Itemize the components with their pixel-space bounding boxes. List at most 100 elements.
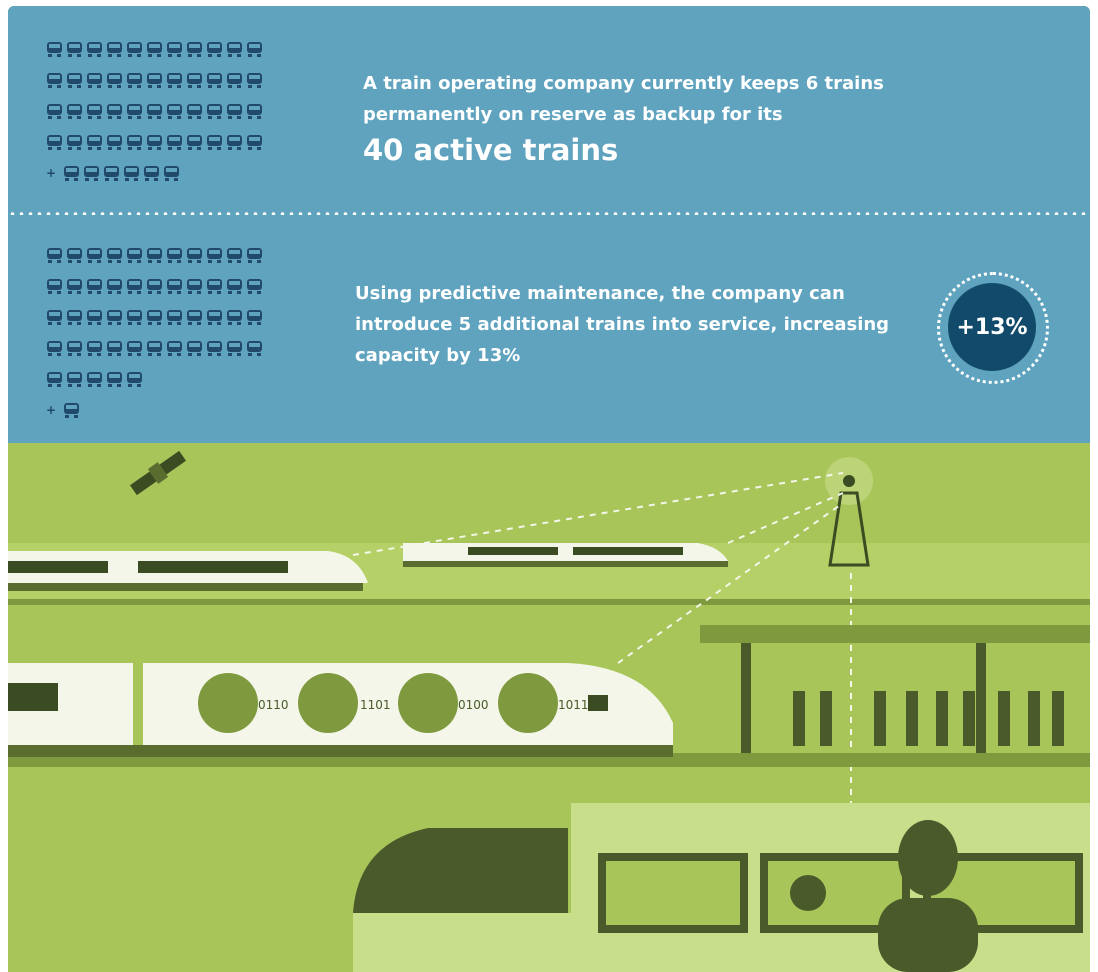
train-icon: [206, 72, 223, 89]
train-icon: [226, 41, 243, 58]
train-icon-row: [46, 338, 263, 358]
passengers: [793, 691, 1064, 746]
train-icon: [246, 41, 263, 58]
train-icon: [246, 247, 263, 264]
depot-building: [353, 913, 573, 972]
infographic-card: + A train operating company currently ke…: [8, 6, 1090, 972]
current-reserve-section: + A train operating company currently ke…: [8, 6, 1090, 215]
train-icon-row: [46, 39, 263, 59]
train-icon: [226, 72, 243, 89]
train-icon: [206, 103, 223, 120]
train-icon: [106, 247, 123, 264]
train-icon: [126, 247, 143, 264]
train-icon: [226, 134, 243, 151]
train-icon: [106, 309, 123, 326]
capacity-badge: +13%: [935, 270, 1049, 384]
train-icon: [86, 309, 103, 326]
upper-rail: [8, 599, 1090, 605]
train-icon-row: [46, 70, 263, 90]
train-icon: [66, 134, 83, 151]
train-icon-row: [46, 101, 263, 121]
train-icon: [46, 103, 63, 120]
train-icon: [66, 103, 83, 120]
train-icon: [106, 340, 123, 357]
train-icon: [106, 134, 123, 151]
train-icon: [186, 340, 203, 357]
train-icon: [246, 72, 263, 89]
train-icon: [166, 309, 183, 326]
train-icon: [46, 41, 63, 58]
train-icon: [246, 103, 263, 120]
train-icon: [186, 134, 203, 151]
platform-roof: [700, 625, 1090, 643]
train-icon: [206, 247, 223, 264]
train-icon: [186, 247, 203, 264]
train-icon: [126, 340, 143, 357]
train-icon: [46, 278, 63, 295]
platform-pillar: [976, 643, 986, 753]
train-icon: [246, 340, 263, 357]
train-icon-row: [46, 276, 263, 296]
train-icon: [166, 72, 183, 89]
reserve-train-row: +: [46, 163, 263, 183]
active-trains-highlight: 40 active trains: [363, 133, 619, 167]
train-icon: [46, 371, 63, 388]
train-icon: [126, 41, 143, 58]
train-icon: [146, 72, 163, 89]
train-icon: [86, 72, 103, 89]
train-icon: [46, 309, 63, 326]
upper-train-left: [8, 551, 368, 591]
train-icon: [66, 371, 83, 388]
train-icon: [206, 41, 223, 58]
train-icon: [106, 103, 123, 120]
train-icon: [66, 340, 83, 357]
active-trains-icon-grid: +: [46, 39, 263, 194]
door-sensor-icon: [398, 673, 458, 733]
train-icon: [246, 309, 263, 326]
train-icon: [166, 278, 183, 295]
binary-code-label: 0110: [258, 698, 289, 712]
reserve-train-icon: [143, 165, 160, 182]
signal-tower-icon: [825, 457, 873, 567]
main-train: 0110 1101 0100 1011: [8, 663, 673, 757]
thermometer-sensor-icon: [198, 673, 258, 733]
train-icon: [46, 340, 63, 357]
train-icon: [146, 41, 163, 58]
badge-dotted-ring: [937, 272, 1049, 384]
predictive-maintenance-section: + Using predictive maintenance, the comp…: [8, 215, 1090, 443]
reserve-train-icon: [63, 165, 80, 182]
train-icon: [206, 309, 223, 326]
operator: [878, 820, 978, 972]
train-icon: [66, 247, 83, 264]
depot-roof: [353, 828, 568, 913]
train-icon: [186, 72, 203, 89]
train-icon: [46, 247, 63, 264]
train-icon: [126, 309, 143, 326]
train-icon: [226, 309, 243, 326]
train-icon: [166, 103, 183, 120]
binary-code-label: 0100: [458, 698, 489, 712]
satellite-icon: [129, 450, 187, 496]
train-icon: [146, 309, 163, 326]
bogie-sensor-icon: [298, 673, 358, 733]
current-reserve-description: A train operating company currently keep…: [363, 73, 884, 125]
plus-sign: +: [46, 403, 57, 417]
improved-trains-icon-grid: +: [46, 245, 263, 431]
train-icon: [106, 72, 123, 89]
train-icon: [86, 340, 103, 357]
train-icon: [46, 134, 63, 151]
reserve-train-icon: [103, 165, 120, 182]
train-icon: [146, 247, 163, 264]
train-icon: [186, 103, 203, 120]
train-icon: [246, 278, 263, 295]
train-icon: [206, 278, 223, 295]
train-icon: [126, 134, 143, 151]
device-sensor-icon: [498, 673, 558, 733]
train-icon: [86, 41, 103, 58]
platform-pillar: [741, 643, 751, 753]
train-icon: [126, 103, 143, 120]
train-icon: [106, 371, 123, 388]
train-icon: [106, 278, 123, 295]
train-icon: [86, 134, 103, 151]
train-icon-row: [46, 245, 263, 265]
